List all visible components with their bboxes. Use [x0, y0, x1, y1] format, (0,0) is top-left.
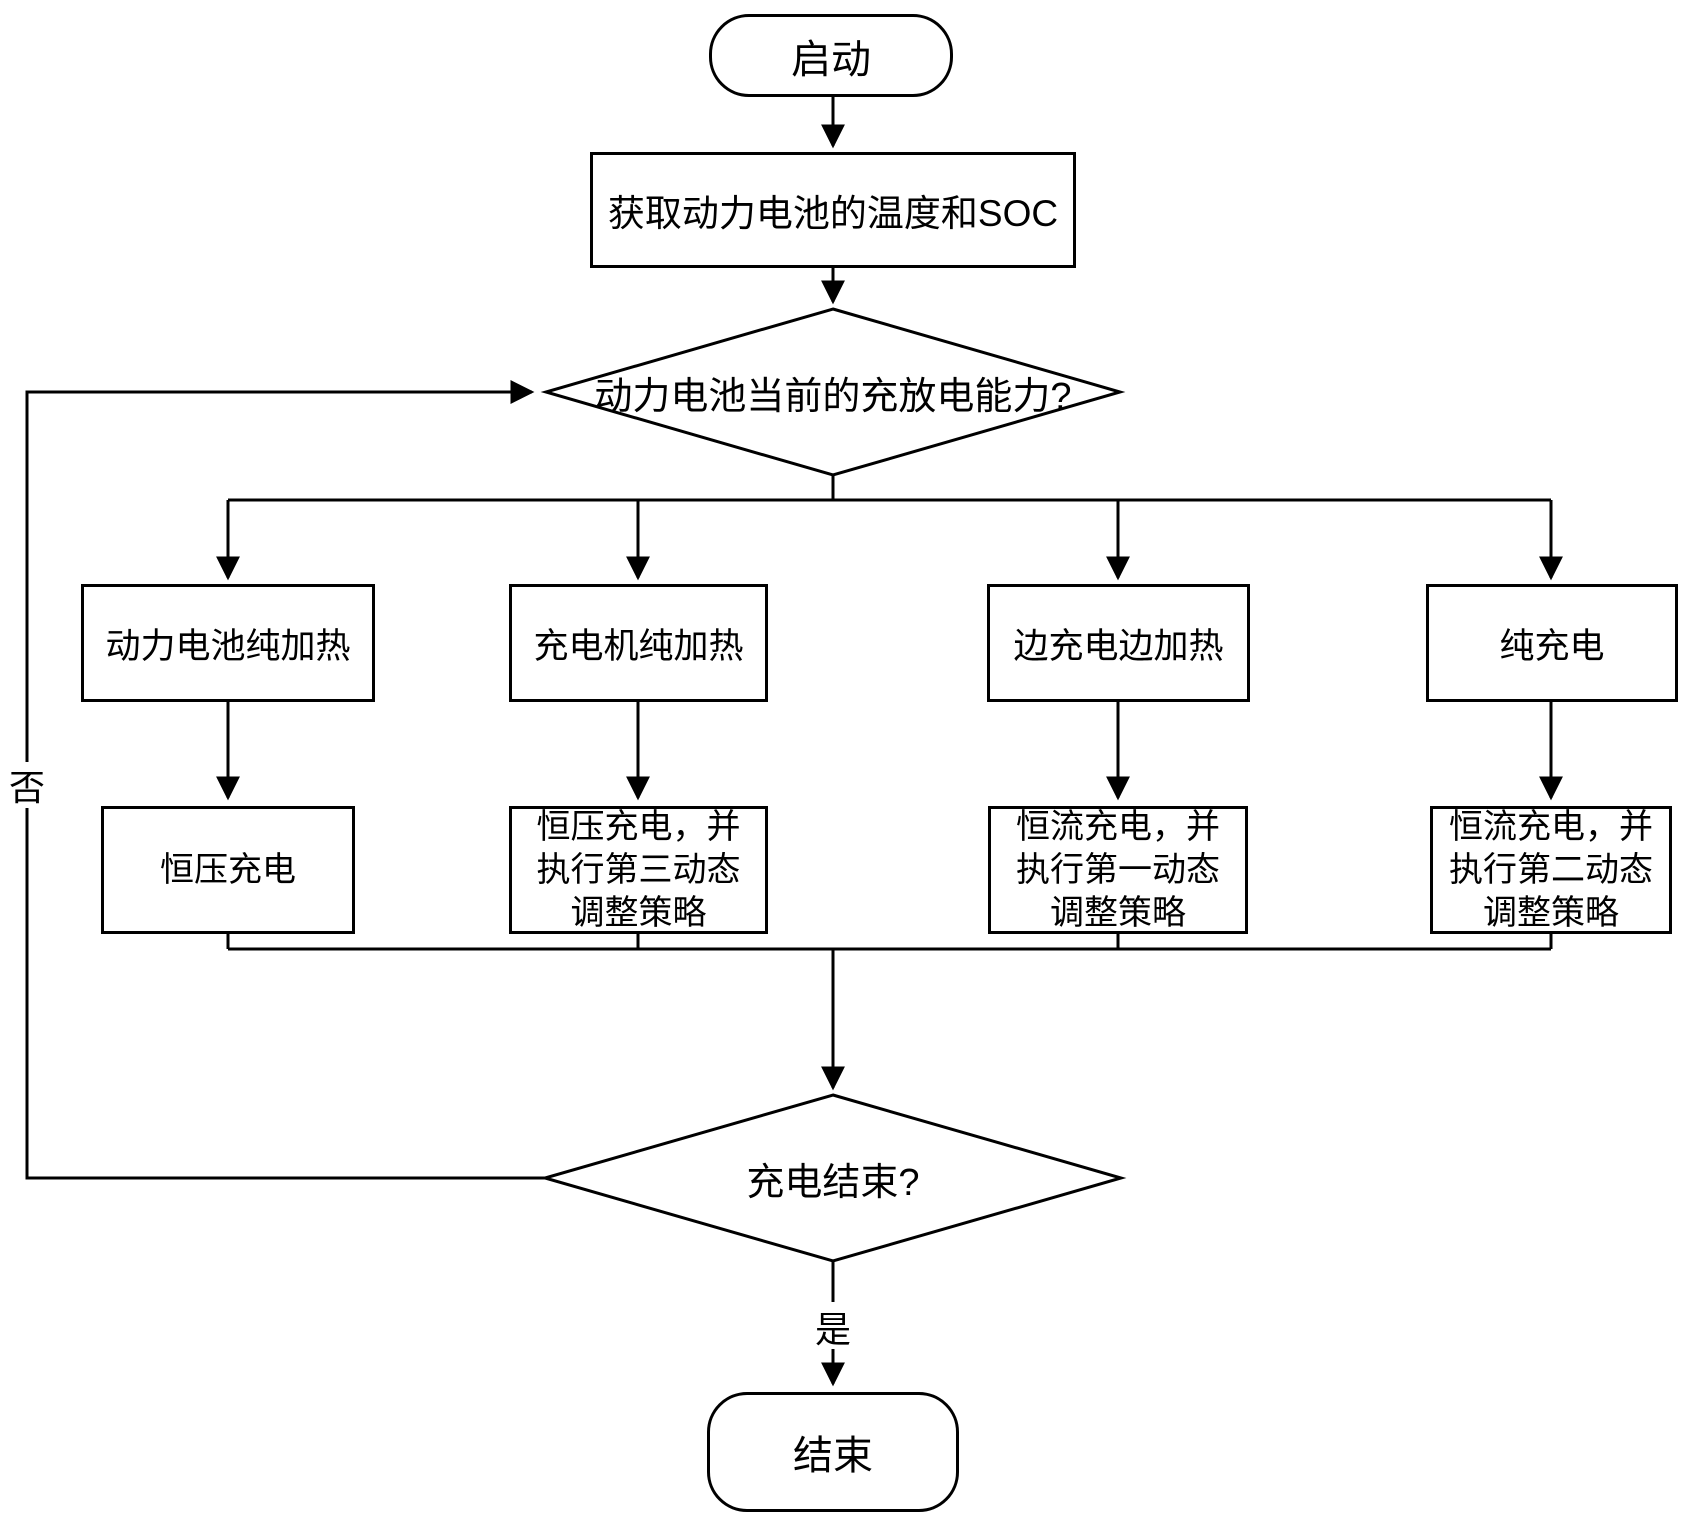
strategy-line: 调整策略 [1483, 893, 1619, 932]
strategy-text: 恒流充电，并 执行第一动态 调整策略 [1016, 806, 1220, 935]
strategy-text: 恒压充电 [160, 849, 296, 892]
no-edge-label: 否 [5, 762, 49, 808]
strategy-line: 执行第一动态 [1016, 850, 1220, 889]
branch-mode-box-charger-heating: 充电机纯加热 [509, 584, 768, 702]
strategy-box-1: 恒压充电 [101, 806, 355, 934]
connector-lines [25, 97, 1563, 1387]
edge-no-loopback [25, 380, 545, 1180]
strategy-box-2: 恒压充电，并 执行第三动态 调整策略 [509, 806, 768, 934]
start-label: 启动 [791, 37, 871, 82]
strategy-line: 恒流充电，并 [1016, 807, 1220, 846]
capability-decision-shape [540, 307, 1126, 477]
end-decision-shape [539, 1093, 1127, 1263]
strategy-box-3: 恒流充电，并 执行第一动态 调整策略 [988, 806, 1248, 934]
strategy-line: 恒流充电，并 [1449, 807, 1653, 846]
capability-decision-text: 动力电池当前的充放电能力? [594, 375, 1072, 418]
strategy-line: 调整策略 [1050, 893, 1186, 932]
strategy-box-4: 恒流充电，并 执行第二动态 调整策略 [1430, 806, 1672, 934]
acquire-step-label: 获取动力电池的温度和SOC [607, 193, 1059, 234]
branch-mode-label: 动力电池纯加热 [105, 626, 351, 666]
acquire-temperature-soc-step: 获取动力电池的温度和SOC [590, 152, 1076, 268]
branch-mode-box-battery-heating: 动力电池纯加热 [81, 584, 375, 702]
yes-label-text: 是 [814, 1309, 851, 1350]
strategy-line: 调整策略 [570, 893, 707, 932]
end-terminal: 结束 [707, 1392, 959, 1512]
strategy-line: 执行第三动态 [536, 850, 741, 889]
strategy-text: 恒压充电，并 执行第三动态 调整策略 [537, 806, 741, 935]
no-label-text: 否 [8, 767, 45, 808]
branch-mode-box-charge-and-heat: 边充电边加热 [987, 584, 1250, 702]
branch-mode-label: 边充电边加热 [1013, 626, 1224, 666]
strategy-line: 恒压充电 [160, 850, 296, 889]
strategy-line: 恒压充电，并 [536, 807, 741, 846]
start-terminal: 启动 [709, 14, 953, 97]
end-label: 结束 [793, 1434, 873, 1478]
strategy-line: 执行第二动态 [1449, 850, 1653, 889]
yes-edge-label: 是 [800, 1305, 866, 1350]
capability-decision-label: 动力电池当前的充放电能力? [560, 330, 1106, 454]
strategy-text: 恒流充电，并 执行第二动态 调整策略 [1449, 806, 1653, 935]
end-decision-label: 充电结束? [633, 1116, 1033, 1240]
end-decision-text: 充电结束? [746, 1161, 920, 1204]
branch-mode-box-pure-charging: 纯充电 [1426, 584, 1678, 702]
branch-mode-label: 充电机纯加热 [533, 626, 744, 666]
branch-mode-label: 纯充电 [1499, 626, 1605, 666]
decision-shapes [539, 307, 1127, 1263]
